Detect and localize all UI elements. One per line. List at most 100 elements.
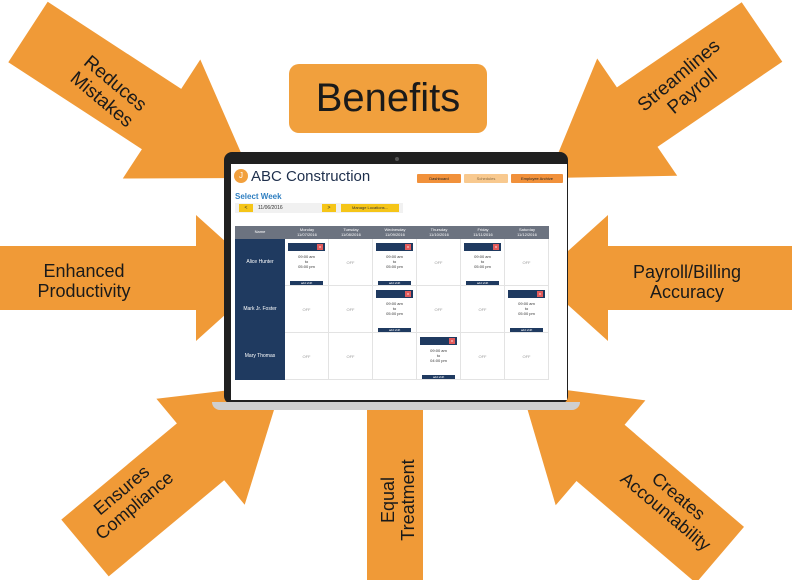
- shift-header: x: [508, 290, 545, 298]
- add-shift-button[interactable]: add shift: [422, 375, 455, 379]
- remove-shift-icon[interactable]: x: [405, 291, 411, 297]
- schedule-cell[interactable]: OFF: [417, 239, 461, 286]
- schedule-cell[interactable]: OFF: [505, 239, 549, 286]
- employee-archive-button[interactable]: Employee Archive: [511, 174, 563, 183]
- app-logo-icon: J: [234, 169, 248, 183]
- add-shift-button[interactable]: add shift: [378, 328, 411, 332]
- shift-time-line: to: [480, 259, 485, 264]
- column-date: 11/10/2016: [429, 232, 449, 237]
- shift-time-line: 05:00 pm: [474, 264, 491, 269]
- remove-shift-icon[interactable]: x: [493, 244, 499, 250]
- label-payroll-billing-accuracy-line: Payroll/Billing: [632, 261, 742, 282]
- remove-shift-icon[interactable]: x: [449, 338, 455, 344]
- dashboard-button[interactable]: Dashboard: [417, 174, 461, 183]
- column-day: Name: [254, 229, 266, 234]
- schedule-cell[interactable]: OFF: [285, 333, 329, 380]
- shift-time-line: to: [436, 353, 441, 358]
- add-shift-button[interactable]: add shift: [290, 281, 323, 285]
- shift-time-line: 09:00 am: [386, 301, 403, 306]
- shift-time-line: to: [392, 259, 397, 264]
- prev-week-button[interactable]: <: [239, 204, 253, 212]
- schedule-cell[interactable]: OFF: [329, 239, 373, 286]
- shift-header: x: [376, 243, 413, 251]
- shift-time-line: 05:00 pm: [386, 311, 403, 316]
- shift-time-line: 09:00 am: [386, 254, 403, 259]
- schedule-cell[interactable]: OFF: [329, 286, 373, 333]
- shift-time-line: 04:00 pm: [430, 358, 447, 363]
- label-enhanced-productivity-line: Productivity: [37, 281, 131, 301]
- week-picker: [235, 203, 403, 213]
- shift-time-line: 05:00 pm: [298, 264, 315, 269]
- employee-name: Alice Hunter: [235, 239, 285, 286]
- column-date: 11/11/2016: [473, 232, 493, 237]
- column-day: Friday: [477, 227, 489, 232]
- shift-header: x: [464, 243, 501, 251]
- employee-name: Mark Jr. Foster: [235, 286, 285, 333]
- schedule-cell[interactable]: [373, 333, 417, 380]
- column-day: Thursday: [430, 227, 448, 232]
- shift-header: x: [420, 337, 457, 345]
- label-equal-treatment-line: Treatment: [398, 459, 418, 541]
- schedules-button[interactable]: Schedules: [464, 174, 508, 183]
- label-equal-treatment-line: Equal: [377, 476, 398, 524]
- schedule-cell[interactable]: OFF: [505, 333, 549, 380]
- arrow-payroll-billing-accuracy: [538, 215, 792, 341]
- shift-time-line: 09:00 am: [430, 348, 447, 353]
- arrow-creates-accountability: [520, 384, 744, 580]
- remove-shift-icon[interactable]: x: [405, 244, 411, 250]
- column-day: Saturday: [518, 227, 535, 232]
- column-date: 11/09/2016: [385, 232, 405, 237]
- schedule-cell[interactable]: OFF: [461, 286, 505, 333]
- add-shift-button[interactable]: add shift: [510, 328, 543, 332]
- manage-locations-button[interactable]: Manage Locations...: [341, 204, 399, 212]
- schedule-app-screenshot: J ABC Construction Dashboard Schedules E…: [231, 164, 567, 400]
- week-date-input[interactable]: 11/06/2016: [258, 205, 283, 211]
- remove-shift-icon[interactable]: x: [537, 291, 543, 297]
- select-week-heading: Select Week: [235, 192, 282, 201]
- shift-header: x: [288, 243, 325, 251]
- add-shift-button[interactable]: add shift: [466, 281, 499, 285]
- column-header: Name: [235, 226, 285, 239]
- next-week-button[interactable]: >: [322, 204, 336, 212]
- schedule-cell[interactable]: OFF: [417, 286, 461, 333]
- arrow-ensures-compliance: [61, 384, 282, 577]
- remove-shift-icon[interactable]: x: [317, 244, 323, 250]
- column-day: Monday: [299, 227, 315, 232]
- arrow-streamlines-payroll: [548, 2, 783, 178]
- label-enhanced-productivity-line: Enhanced: [43, 260, 125, 281]
- schedule-cell[interactable]: OFF: [329, 333, 373, 380]
- add-shift-button[interactable]: add shift: [378, 281, 411, 285]
- laptop-base: [212, 402, 580, 410]
- shift-time-line: to: [392, 306, 397, 311]
- shift-time-line: to: [524, 306, 529, 311]
- shift-header: x: [376, 290, 413, 298]
- benefits-title: Benefits: [289, 64, 487, 133]
- schedule-cell[interactable]: OFF: [285, 286, 329, 333]
- shift-time-line: 05:00 pm: [518, 311, 535, 316]
- label-payroll-billing-accuracy-line: Accuracy: [649, 282, 725, 302]
- schedule-cell[interactable]: OFF: [461, 333, 505, 380]
